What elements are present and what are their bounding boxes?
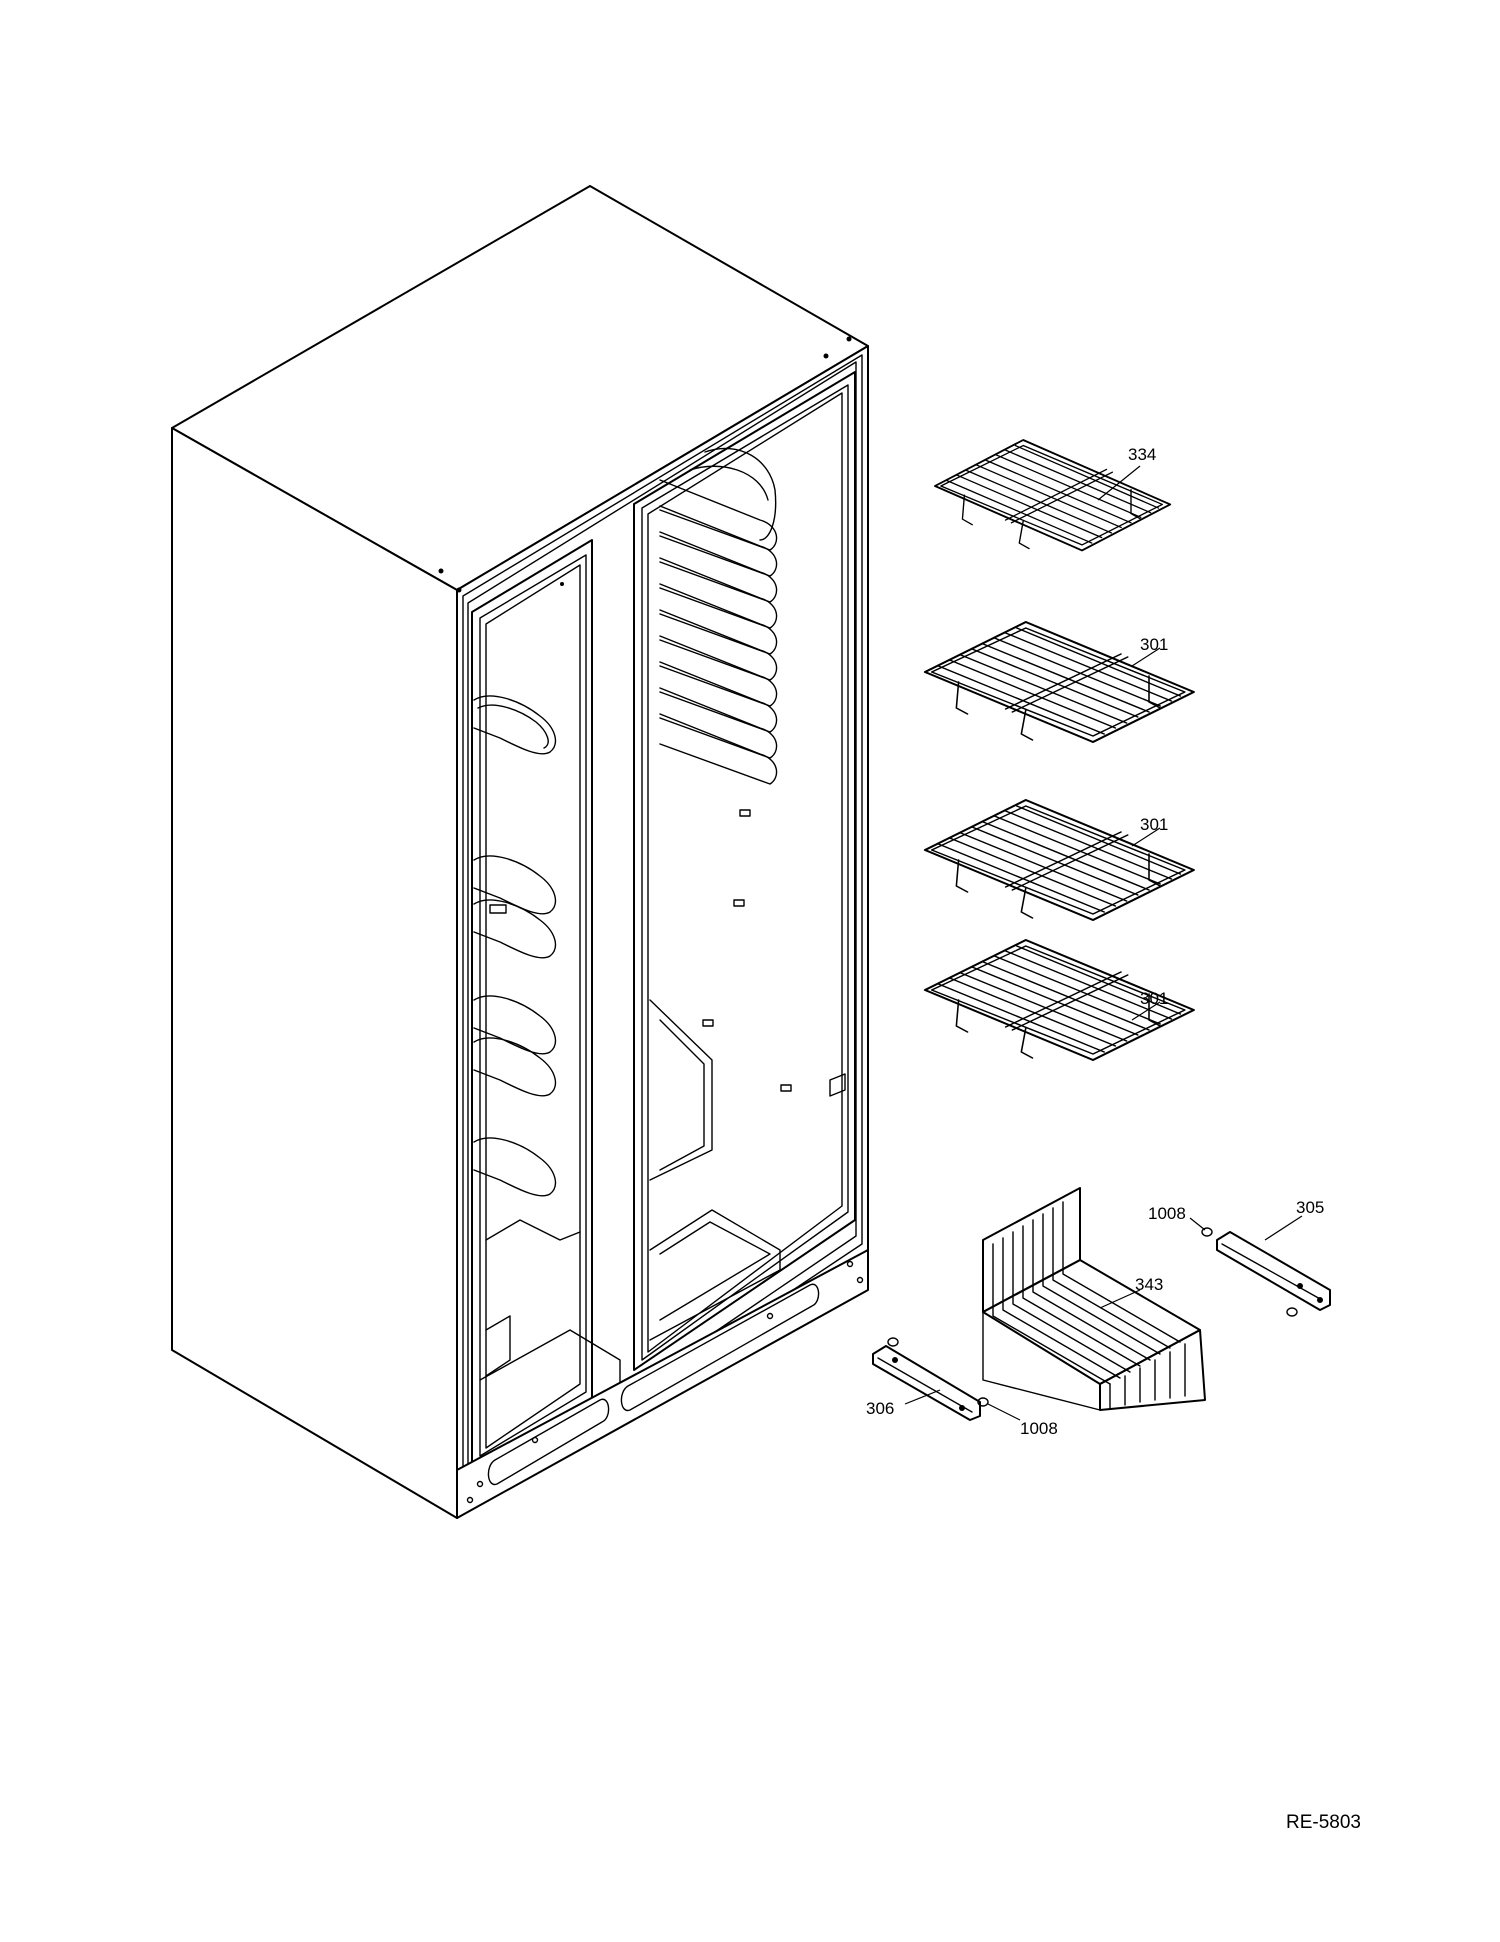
callout-301-top: 301 [1140,635,1168,654]
callout-1008-upper: 1008 [1148,1204,1186,1223]
screw-1008-lower [887,1337,989,1407]
screw-1008-upper [1201,1227,1298,1317]
callout-306: 306 [866,1399,894,1418]
diagram-reference-code: RE-5803 [1286,1812,1361,1833]
callout-1008-lower: 1008 [1020,1419,1058,1438]
callout-301-middle: 301 [1140,815,1168,834]
callout-305: 305 [1296,1198,1324,1217]
slide-rail-306 [872,1345,981,1421]
refrigerator-cabinet [171,185,869,1519]
callout-343: 343 [1135,1275,1163,1294]
callout-334: 334 [1128,445,1156,464]
callout-labels: 334 301 301 301 1008 305 343 306 1008 [866,445,1324,1438]
freezer-basket-343 [982,1187,1206,1411]
slide-rail-305 [1216,1231,1331,1311]
callout-301-bottom: 301 [1140,989,1168,1008]
leader-lines [904,465,1303,1421]
